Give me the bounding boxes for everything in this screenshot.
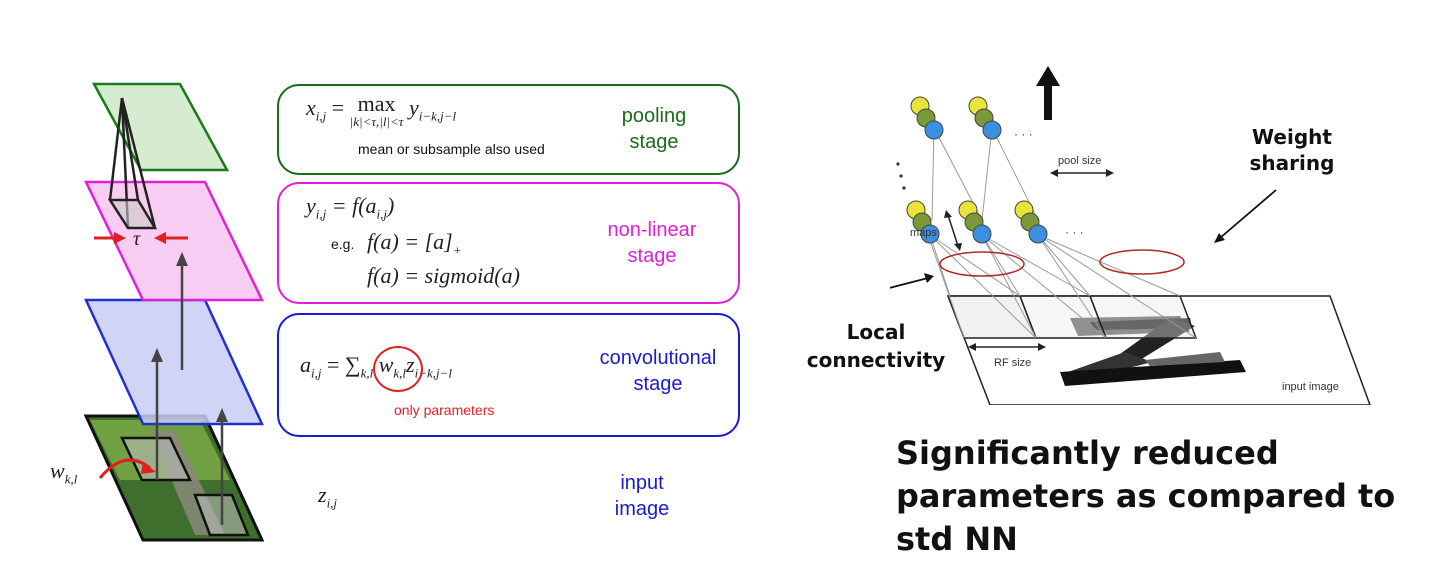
nonlinear-formula-1: yi,j = f(ai,j) <box>306 193 395 222</box>
local-connectivity-ellipse <box>939 251 1025 277</box>
pooling-layer <box>91 82 230 172</box>
maps-label: maps <box>910 227 937 239</box>
nonlinear-formula-2: f(a) = [a]+ <box>367 229 462 258</box>
pooling-pyramid <box>107 97 158 230</box>
input-image-label: input image <box>1282 381 1339 393</box>
receptive-fields <box>946 295 1198 339</box>
conv-formula: ai,j = ∑k,l wk,l zi−k,j−l <box>300 346 452 392</box>
eg-label: e.g. <box>331 236 355 252</box>
weight-sharing-ellipse <box>1099 249 1185 275</box>
summary-text: Significantly reduced parameters as comp… <box>896 434 1396 558</box>
output-arrow-icon <box>1036 66 1060 120</box>
pooling-stage-box <box>277 84 740 175</box>
tau-arrows <box>94 232 188 244</box>
connection-lines <box>927 127 1197 339</box>
nonlinear-stage-box <box>277 182 740 304</box>
pool-size-arrow <box>1050 169 1114 177</box>
pooling-stage-label: pooling stage <box>621 105 687 153</box>
nonlinear-stage-label: non-linear stage <box>607 219 697 267</box>
pooling-note: mean or subsample also used <box>358 141 545 157</box>
rf-size-arrow <box>968 343 1046 351</box>
conv-neurons <box>906 200 1048 244</box>
up-arrows <box>151 252 228 525</box>
ellipsis-top: · · · <box>1014 127 1033 141</box>
conv-layer <box>84 298 264 426</box>
conv-stage-label: convolutional stage <box>599 347 717 395</box>
tau-label: τ <box>133 228 141 250</box>
conv-stage-box <box>277 313 740 437</box>
local-connectivity-label: Local connectivity <box>806 320 946 372</box>
weight-label: wk,l <box>50 458 78 487</box>
conv-note: only parameters <box>394 402 495 418</box>
weight-circle <box>372 346 423 392</box>
weight-arrow-head <box>141 462 156 474</box>
cnn-connectivity-diagram: pool size maps RF size input image · · ·… <box>890 66 1371 405</box>
weight-sharing-label: Weight sharing <box>1249 125 1335 175</box>
layer-stack-diagram <box>83 82 265 542</box>
maps-arrow <box>944 210 962 251</box>
ellipsis-middle: · · · <box>1065 225 1084 239</box>
input-stage-label: input image <box>614 472 670 520</box>
nonlinear-formula-3: f(a) = sigmoid(a) <box>367 263 520 288</box>
vertical-dots <box>896 162 906 190</box>
pool-size-label: pool size <box>1058 155 1101 167</box>
pooling-formula: xi,j = max |k|<τ,|l|<τ yi−k,j−l <box>306 91 457 129</box>
annotation-arrows <box>890 189 1277 289</box>
input-variable: zi,j <box>318 482 338 511</box>
input-image-plane <box>946 295 1371 405</box>
rf-size-label: RF size <box>994 357 1031 369</box>
pooling-neurons <box>910 96 1002 140</box>
